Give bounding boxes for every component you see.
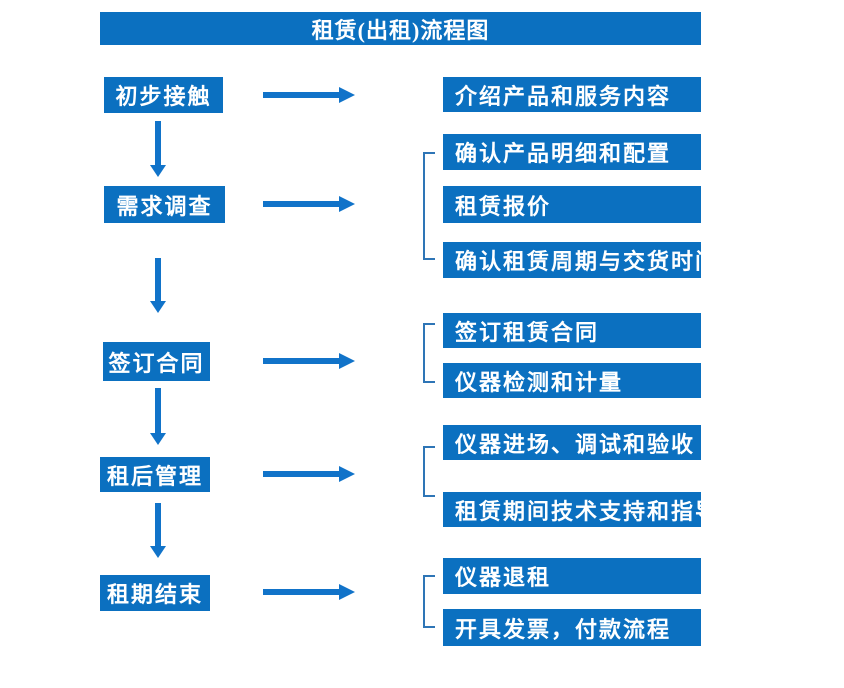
arrow-shaft xyxy=(263,92,340,98)
arrow-head-icon xyxy=(339,196,355,212)
down-arrow-3 xyxy=(150,388,166,445)
detail-box-rental-quote: 租赁报价 xyxy=(443,186,701,223)
arrow-shaft xyxy=(155,258,161,302)
arrow-shaft xyxy=(263,358,340,364)
group-bracket-demand-survey xyxy=(423,152,435,260)
arrow-shaft xyxy=(155,388,161,434)
arrow-head-icon xyxy=(150,301,166,313)
group-bracket-post-rental xyxy=(423,446,435,497)
arrow-shaft xyxy=(263,589,340,595)
detail-box-invoice-payment: 开具发票，付款流程 xyxy=(443,609,701,646)
detail-box-instrument-return: 仪器退租 xyxy=(443,558,701,594)
step-box-initial-contact: 初步接触 xyxy=(104,77,223,113)
arrow-shaft xyxy=(155,121,161,166)
flowchart-title: 租赁(出租)流程图 xyxy=(100,12,701,45)
arrow-head-icon xyxy=(339,87,355,103)
step-box-rental-end: 租期结束 xyxy=(100,575,210,611)
arrow-head-icon xyxy=(339,353,355,369)
detail-box-sign-rental-contract: 签订租赁合同 xyxy=(443,313,701,348)
arrow-head-icon xyxy=(150,433,166,445)
right-arrow-4 xyxy=(263,466,355,482)
arrow-shaft xyxy=(155,503,161,547)
right-arrow-3 xyxy=(263,353,355,369)
step-box-post-rental-management: 租后管理 xyxy=(100,457,210,492)
group-bracket-rental-end xyxy=(423,575,435,628)
down-arrow-4 xyxy=(150,503,166,558)
detail-box-confirm-product-config: 确认产品明细和配置 xyxy=(443,134,701,170)
step-box-sign-contract: 签订合同 xyxy=(103,342,210,381)
arrow-shaft xyxy=(263,201,340,207)
right-arrow-1 xyxy=(263,87,355,103)
down-arrow-1 xyxy=(150,121,166,177)
step-box-demand-survey: 需求调查 xyxy=(104,186,225,223)
right-arrow-2 xyxy=(263,196,355,212)
arrow-head-icon xyxy=(150,546,166,558)
detail-box-instrument-inspection: 仪器检测和计量 xyxy=(443,363,701,398)
detail-box-introduce-products-services: 介绍产品和服务内容 xyxy=(443,77,701,112)
down-arrow-2 xyxy=(150,258,166,313)
detail-box-instrument-setup-acceptance: 仪器进场、调试和验收 xyxy=(443,425,701,460)
arrow-head-icon xyxy=(150,165,166,177)
group-bracket-sign-contract xyxy=(423,323,435,383)
detail-box-confirm-period-delivery: 确认租赁周期与交货时间 xyxy=(443,242,717,278)
arrow-shaft xyxy=(263,471,340,477)
detail-box-technical-support: 租赁期间技术支持和指导 xyxy=(443,492,717,527)
arrow-head-icon xyxy=(339,466,355,482)
arrow-head-icon xyxy=(339,584,355,600)
right-arrow-5 xyxy=(263,584,355,600)
